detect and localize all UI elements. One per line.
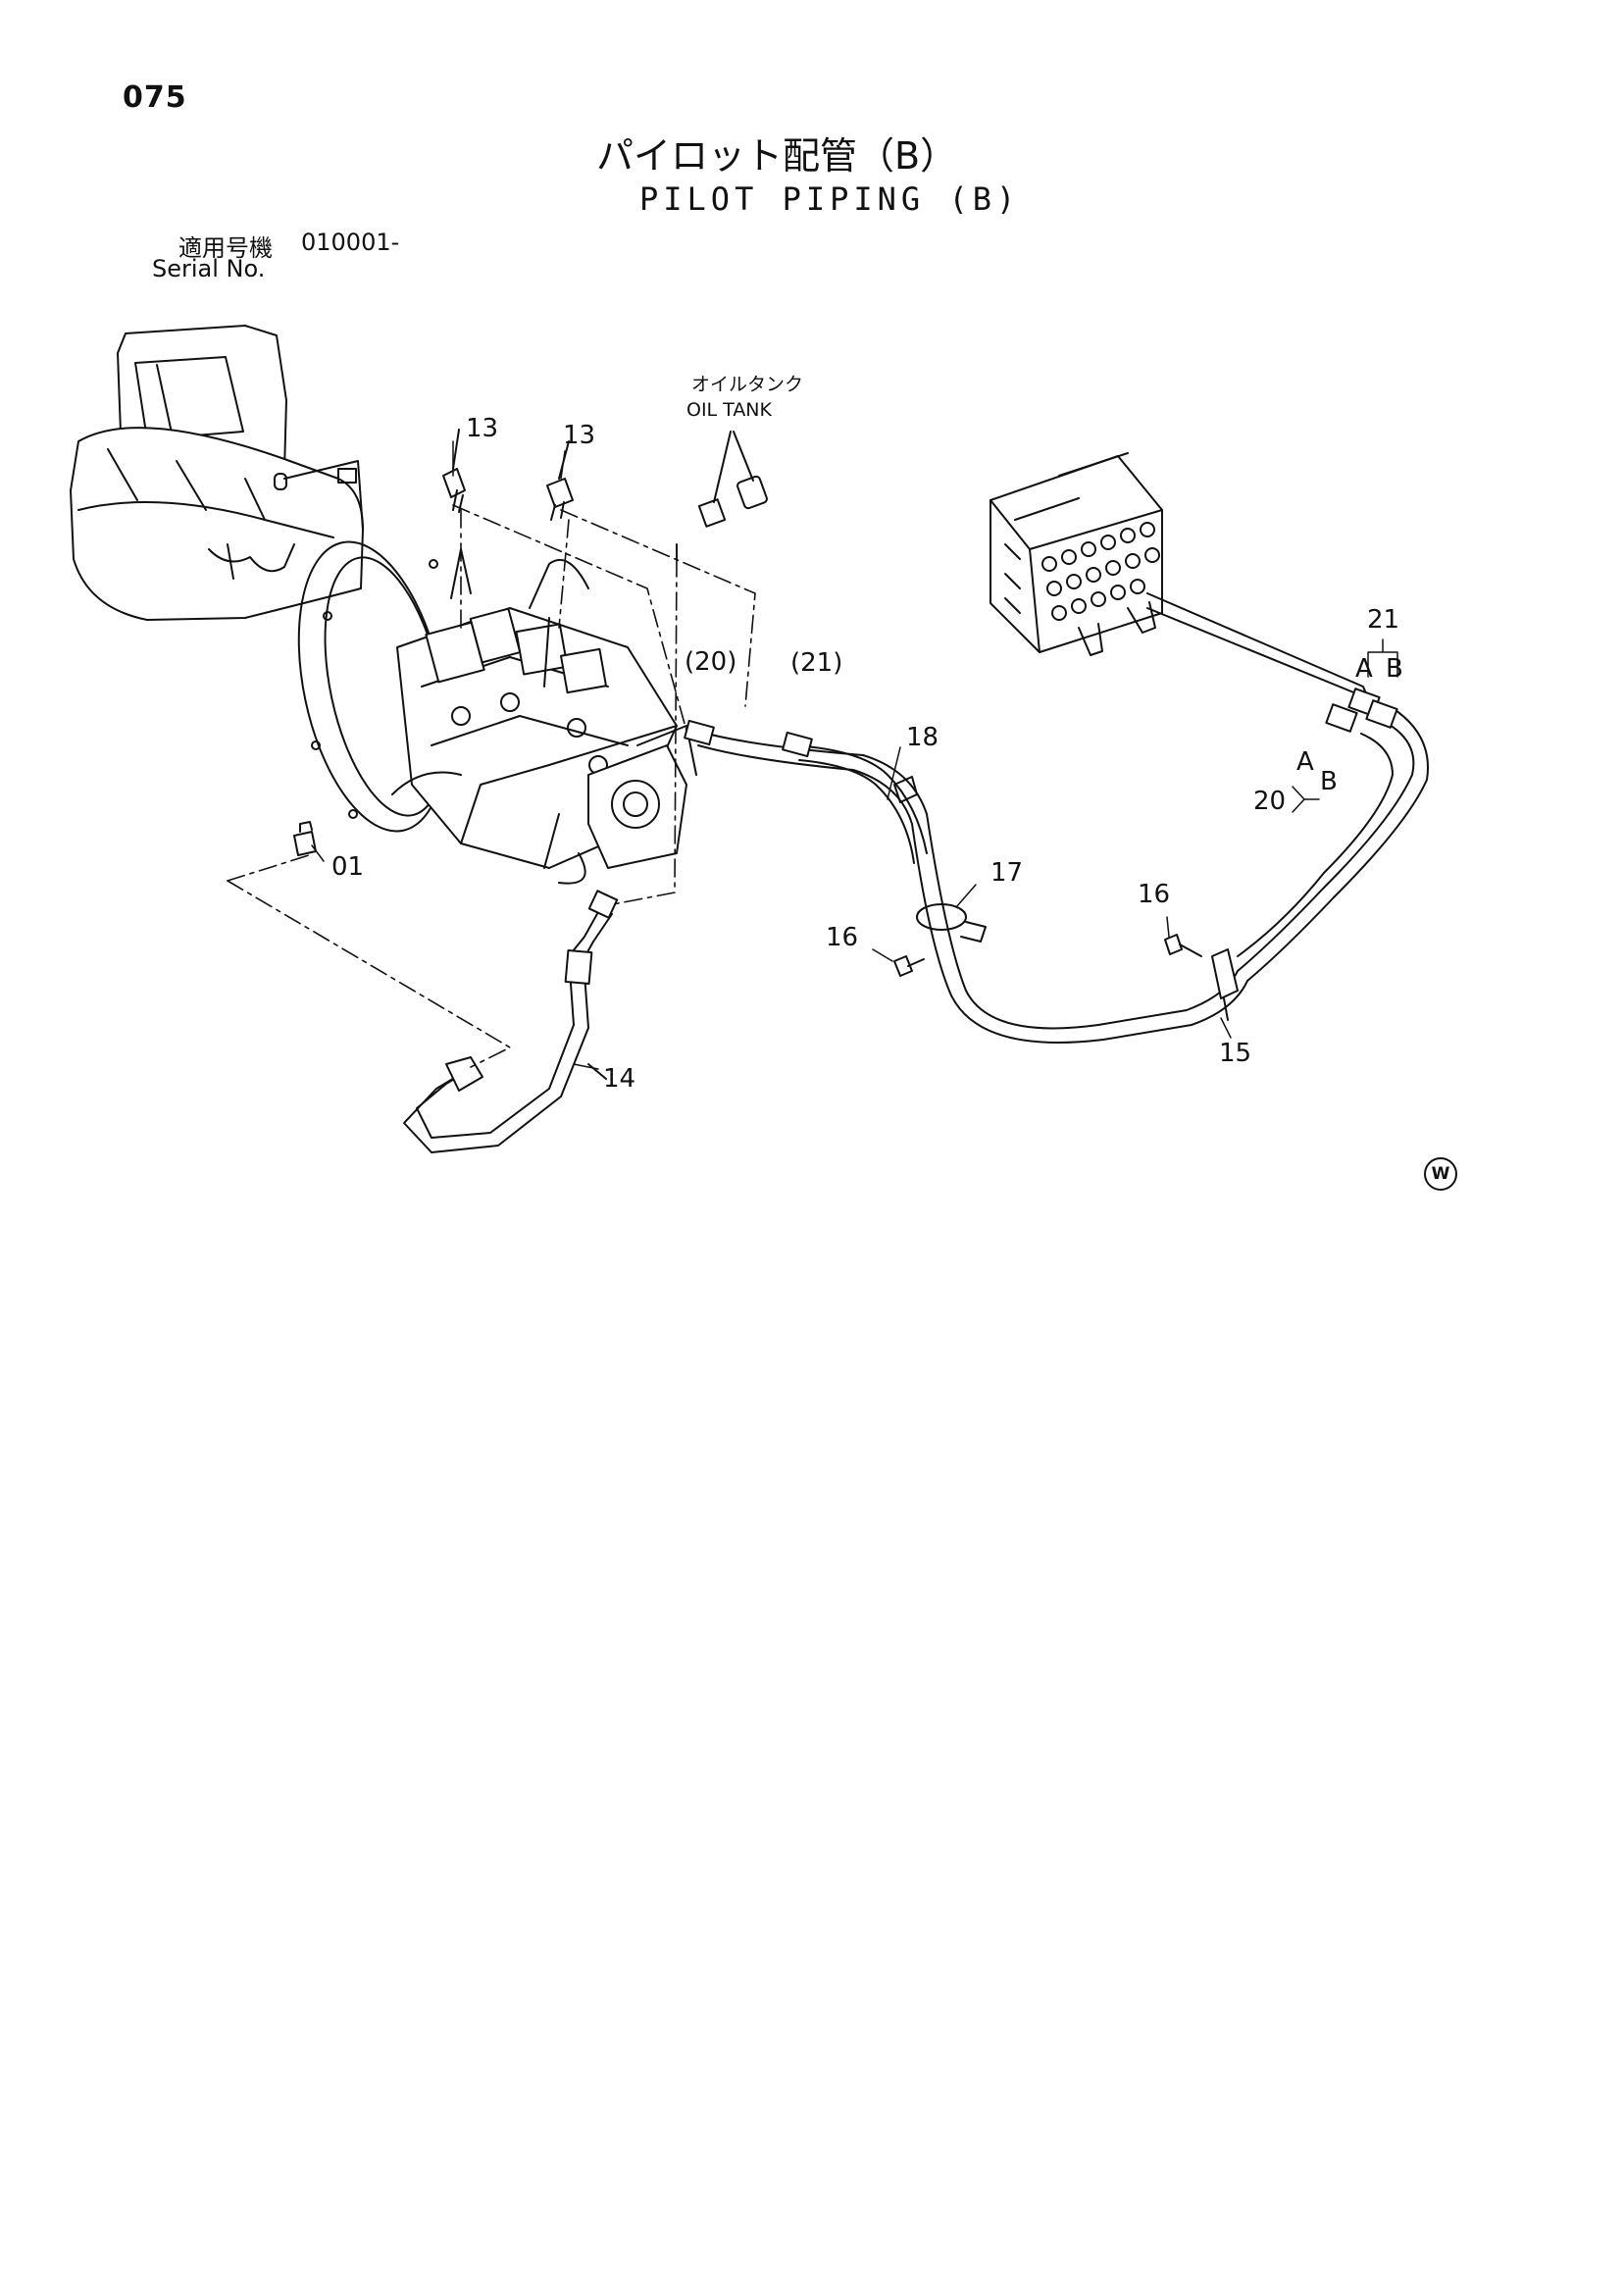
fitting-01 [293, 821, 317, 856]
callout-01: 01 [331, 852, 364, 882]
callout-21-ref: (21) [790, 648, 842, 678]
leader-lines [227, 504, 756, 1068]
callout-16-right: 16 [1138, 880, 1170, 909]
serial-value: 010001- [301, 229, 400, 256]
oil-tank-label-jp: オイルタンク [691, 374, 803, 395]
page-number: 075 [123, 80, 187, 115]
clamp-17 [916, 903, 987, 943]
callout-17: 17 [990, 858, 1023, 888]
callout-leaders [311, 440, 1398, 1070]
oil-tank-label-en: OIL TANK [686, 399, 773, 421]
page-title-jp: パイロット配管（B） [596, 134, 958, 178]
callout-21-port-a: A [1355, 654, 1373, 684]
callout-20: 20 [1253, 787, 1286, 816]
callout-20-ref: (20) [685, 647, 736, 677]
callout-20-port-a: A [1296, 747, 1314, 777]
bolts-16 [893, 934, 1202, 977]
callout-15: 15 [1219, 1039, 1251, 1068]
hoses-right-run [1146, 592, 1429, 982]
callout-13-left: 13 [466, 414, 498, 443]
machine-overview-illustration [70, 325, 364, 621]
elbow-fittings-13 [442, 429, 574, 521]
serial-label-en: Serial No. [152, 255, 266, 282]
callout-21: 21 [1367, 605, 1399, 635]
oil-tank-fittings [676, 431, 768, 560]
serial-label-jp: 適用号機 [178, 234, 273, 262]
control-valve-block [990, 452, 1163, 656]
clamp-15 [1211, 948, 1239, 1021]
callout-16-left: 16 [826, 923, 858, 952]
callout-21-port-b: B [1386, 654, 1403, 684]
page-title-en: PILOT PIPING (B) [639, 180, 1021, 218]
hose-14 [403, 890, 619, 1153]
watermark-w-mark: W [1424, 1157, 1457, 1191]
callout-14: 14 [603, 1064, 635, 1094]
hoses-20-21 [684, 719, 1248, 1044]
callout-18: 18 [906, 723, 939, 752]
hydraulic-pump-assembly [297, 540, 697, 885]
callout-13-right: 13 [563, 421, 595, 450]
callout-20-port-b: B [1320, 767, 1338, 796]
